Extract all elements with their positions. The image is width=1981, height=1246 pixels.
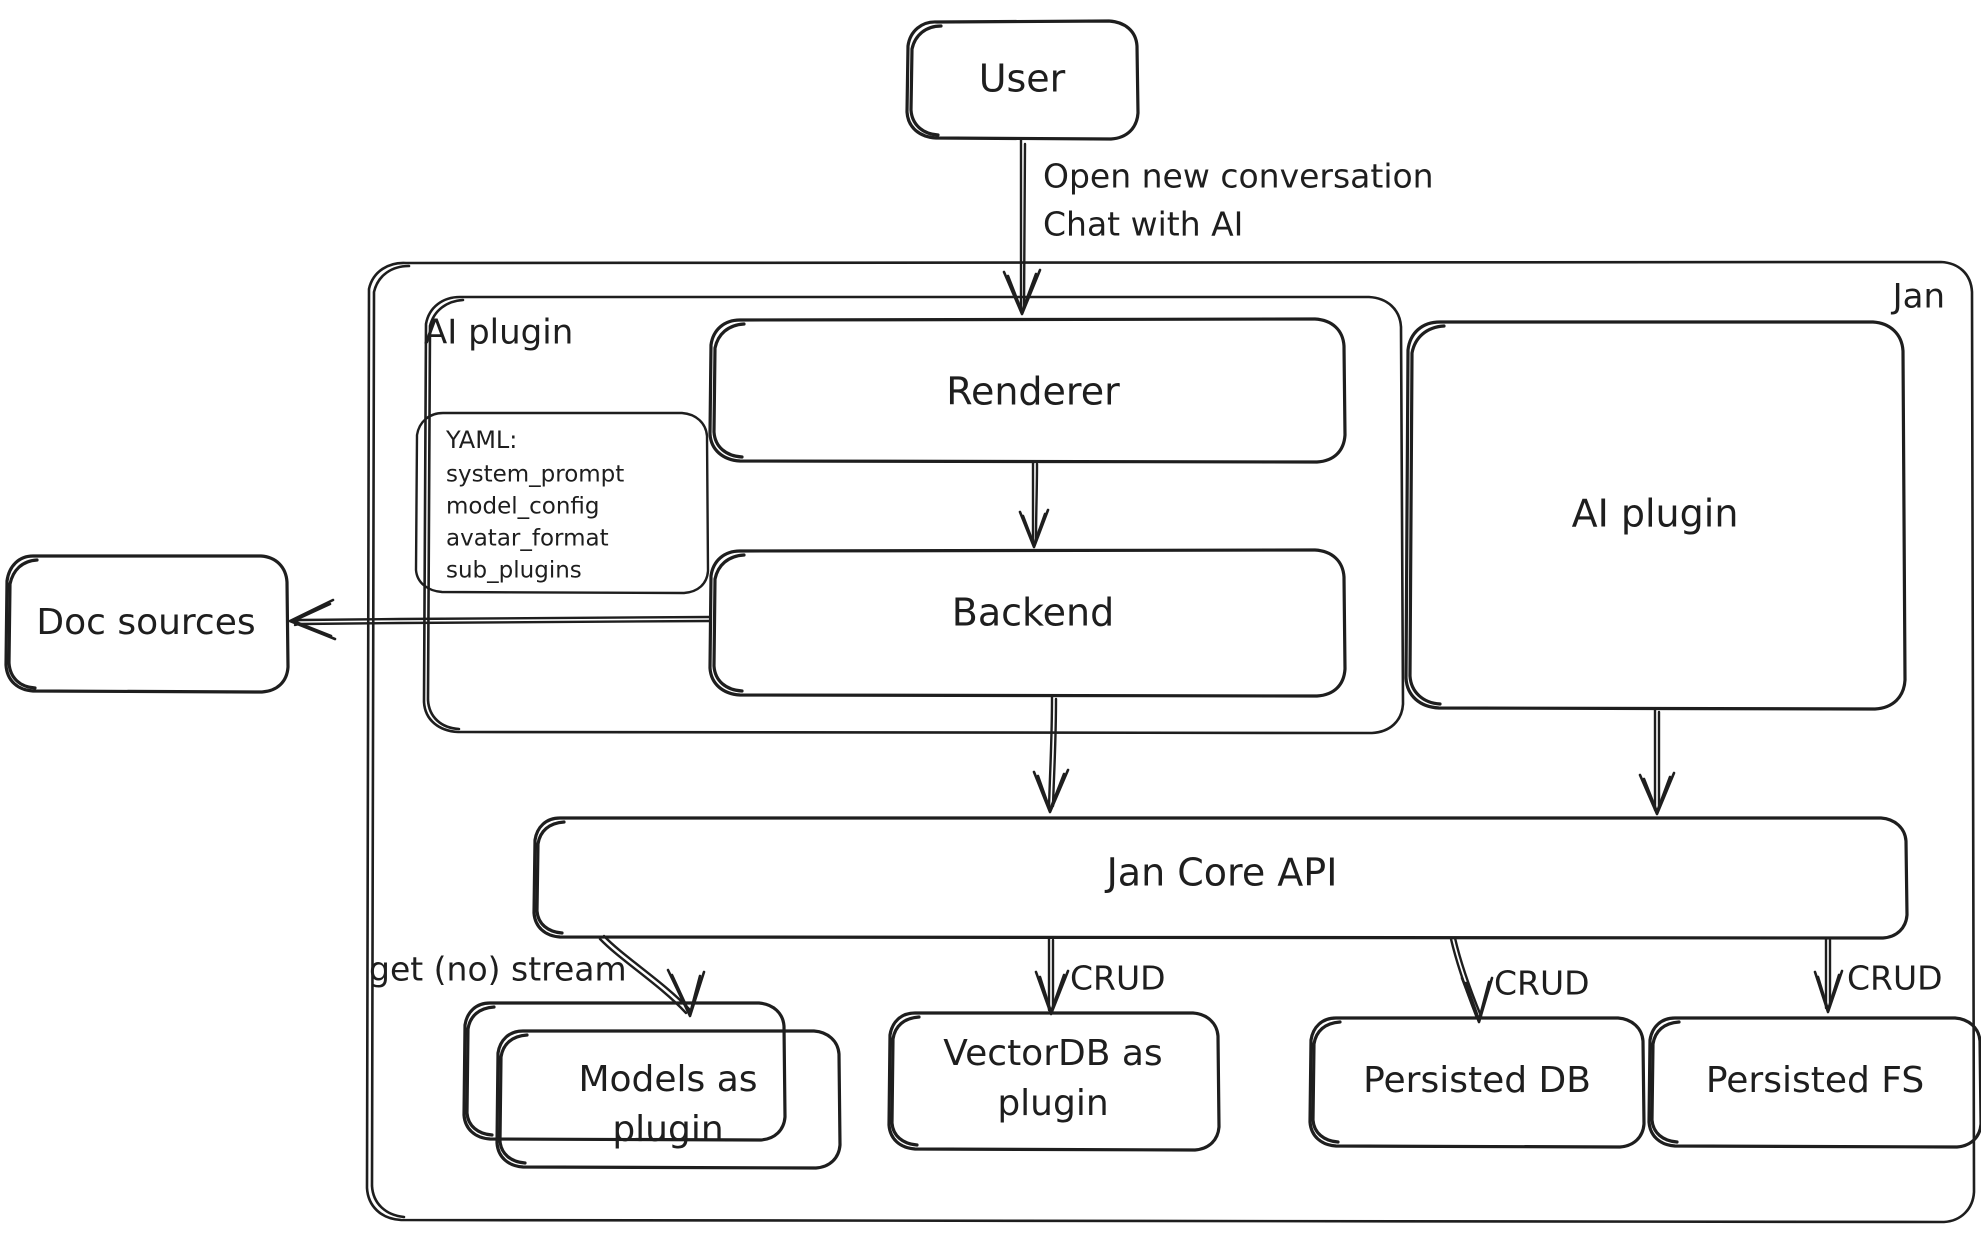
edge-user-to-renderer-label-line2: Chat with AI — [1043, 205, 1243, 244]
edge-backend-to-doc-sources — [288, 598, 712, 641]
node-doc-sources-label: Doc sources — [36, 602, 255, 643]
node-models-plugin-label-line2: plugin — [612, 1109, 723, 1150]
node-renderer[interactable] — [708, 317, 1347, 464]
edge-backend-to-core-api — [1032, 695, 1070, 814]
node-jan-core-api-label: Jan Core API — [1105, 851, 1338, 895]
edge-core-api-to-vectordb — [1034, 937, 1070, 1016]
node-persisted-db-label: Persisted DB — [1363, 1060, 1591, 1101]
node-vectordb-plugin[interactable] — [887, 1011, 1221, 1152]
edge-user-to-renderer-label-line1: Open new conversation — [1043, 157, 1434, 196]
node-ai-plugin-right-label: AI plugin — [1572, 492, 1739, 536]
node-vectordb-plugin-label-line1: VectorDB as — [943, 1033, 1162, 1074]
node-renderer-label: Renderer — [946, 370, 1120, 414]
node-user-label: User — [979, 57, 1066, 101]
node-jan-core-api[interactable] — [532, 816, 1909, 940]
node-ai-plugin-right[interactable] — [1404, 320, 1907, 711]
node-models-plugin[interactable] — [495, 1029, 842, 1170]
edge-ai-plugin-to-core-api — [1638, 708, 1676, 816]
node-models-plugin-label-line1: Models as — [578, 1059, 757, 1100]
yaml-card-item-1: model_config — [446, 494, 600, 520]
yaml-card-heading: YAML: — [445, 426, 517, 454]
node-persisted-fs[interactable] — [1647, 1016, 1981, 1149]
container-jan-label: Jan — [1891, 277, 1945, 317]
edge-core-api-to-vectordb-label: CRUD — [1070, 959, 1166, 998]
edge-core-api-to-persisted-db — [1449, 936, 1494, 1024]
edge-user-to-renderer — [1002, 138, 1042, 316]
node-persisted-fs-label: Persisted FS — [1706, 1060, 1924, 1101]
edge-core-api-to-persisted-db-label: CRUD — [1494, 964, 1590, 1003]
node-models-plugin-backdrop — [462, 1001, 787, 1142]
container-jan — [365, 260, 1976, 1224]
node-backend[interactable] — [708, 548, 1347, 698]
edge-renderer-to-backend — [1018, 460, 1050, 549]
yaml-card-item-0: system_prompt — [446, 462, 624, 488]
yaml-card-item-2: avatar_format — [446, 526, 609, 552]
container-ai-plugin-group-label: AI plugin — [424, 313, 573, 353]
edge-core-api-to-persisted-fs-label: CRUD — [1847, 959, 1943, 998]
node-vectordb-plugin-label-line2: plugin — [997, 1083, 1108, 1124]
node-yaml-card[interactable] — [414, 411, 710, 595]
edge-core-api-to-persisted-fs — [1813, 937, 1844, 1014]
node-user[interactable] — [905, 19, 1140, 141]
node-backend-label: Backend — [952, 591, 1114, 635]
container-ai-plugin-group — [422, 295, 1405, 735]
node-doc-sources[interactable] — [4, 554, 290, 694]
yaml-card-item-3: sub_plugins — [446, 558, 582, 584]
node-persisted-db[interactable] — [1308, 1016, 1646, 1149]
edge-core-api-to-models-label: get (no) stream — [369, 950, 627, 989]
